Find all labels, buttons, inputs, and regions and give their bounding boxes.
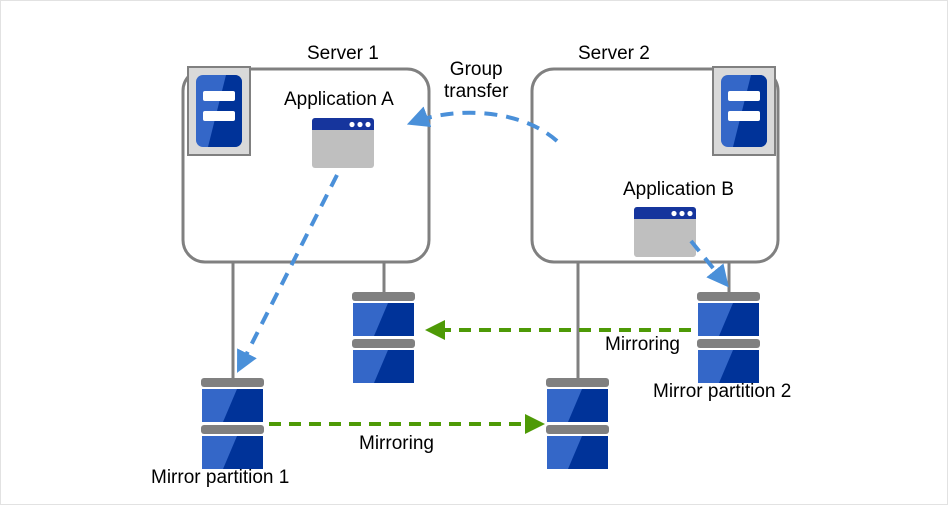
mirror-partition-2-disk [697, 292, 760, 383]
mirror-partition-2-label: Mirror partition 2 [653, 381, 792, 402]
app-b-to-partition2-arrow [689, 239, 729, 288]
mirror-partition-1-disk [201, 378, 264, 469]
disk-server1-right [352, 292, 415, 383]
server-1-app-window-icon [312, 118, 374, 168]
group-transfer-label-line1: Group [449, 59, 503, 80]
application-b-label: Application B [623, 179, 734, 200]
server-1-label: Server 1 [307, 43, 379, 64]
group-transfer-label: Group transfer [444, 59, 508, 104]
mirror-partition-1-label: Mirror partition 1 [151, 467, 290, 488]
disk-server2-left [546, 378, 609, 469]
app-a-to-partition1-arrow [237, 174, 339, 373]
mirroring-bottom-label: Mirroring [359, 433, 434, 454]
group-transfer-arrow [406, 106, 559, 143]
group-transfer-label-line2: transfer [444, 81, 509, 103]
server-2-label: Server 2 [578, 43, 650, 64]
application-a-label: Application A [284, 89, 394, 110]
server-2-app-window-icon [634, 207, 696, 257]
server-1-rack-icon [187, 66, 251, 156]
server-2-rack-icon [712, 66, 776, 156]
mirroring-top-label: Mirroring [605, 334, 680, 355]
